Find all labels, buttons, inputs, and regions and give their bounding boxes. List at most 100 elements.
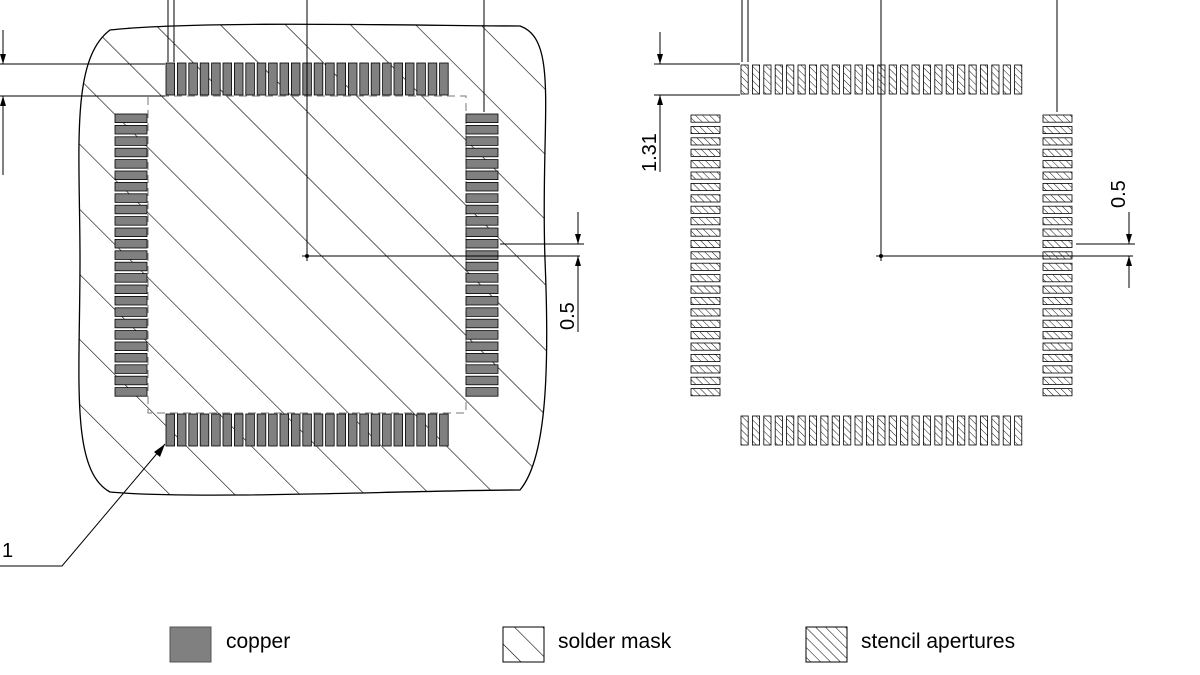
pitch-dimension-right: 0.5 [1108,180,1130,208]
legend-stencil: stencil apertures [805,626,1015,663]
copper-pad [279,413,290,447]
pin1-leader [0,443,166,567]
copper-pad [233,413,244,447]
copper-pad [245,413,255,447]
copper-pad [222,62,233,96]
stencil-aperture [690,194,721,203]
copper-pad [245,62,255,96]
copper-pad [347,62,358,96]
stencil-aperture [877,415,886,446]
copper-pad [114,147,148,158]
stencil-aperture [1042,126,1073,135]
copper-pad [256,62,267,96]
copper-pad [313,62,324,96]
stencil-aperture [690,171,721,180]
copper-pad [114,136,148,146]
legend: copper solder mask stencil apertures [169,626,1015,663]
stencil-aperture [911,64,920,95]
copper-pad [439,413,449,447]
copper-pad [279,62,290,96]
stencil-aperture [945,64,954,95]
stencil-aperture [690,308,721,317]
stencil-aperture [888,64,897,95]
stencil-aperture [690,126,721,135]
stencil-aperture [888,415,897,446]
stencil-aperture [690,205,721,214]
copper-pad [359,413,369,447]
copper-pad [465,125,499,135]
stencil-aperture [690,182,721,191]
copper-pad [114,181,148,192]
copper-pad [370,62,381,96]
copper-pad [188,62,198,96]
stencil-aperture [820,415,829,446]
copper-pad [465,159,499,169]
pitch-dimension-left: 0.5 [557,302,579,330]
stencil-aperture [1042,148,1073,157]
copper-pad [427,413,438,447]
copper-pad [114,113,148,124]
stencil-aperture [1042,239,1073,248]
stencil-aperture [1002,415,1011,446]
stencil-aperture [690,331,721,340]
copper-pad [465,330,499,340]
stencil-aperture [1042,114,1073,123]
stencil-aperture [690,228,721,237]
stencil-aperture [797,415,806,446]
stencil-aperture [968,64,977,95]
stencil-aperture [843,415,852,446]
stencil-aperture [980,415,989,446]
stencil-aperture [1042,285,1073,294]
copper-pad [114,364,148,374]
stencil-aperture [690,160,721,169]
solder-mask-view: 0.5 1 [0,0,584,567]
stencil-aperture [690,388,721,397]
copper-pad [465,113,499,124]
stencil-aperture [1014,415,1023,446]
stencil-aperture [820,64,829,95]
copper-pad [211,413,221,447]
copper-pad [465,295,499,306]
stencil-aperture [866,415,875,446]
copper-pad [114,216,148,226]
stencil-aperture [831,415,840,446]
copper-pad [465,181,499,192]
stencil-aperture [690,365,721,374]
copper-pad [359,62,369,96]
copper-pad [325,62,335,96]
stencil-aperture [923,415,932,446]
copper-pad [114,330,148,340]
copper-pad [114,227,148,238]
copper-pad [465,387,499,397]
stencil-aperture [923,64,932,95]
stencil-aperture [690,217,721,226]
legend-solder-mask: solder mask [502,626,672,663]
stencil-aperture [763,64,772,95]
copper-pad [427,62,438,96]
copper-pad [114,352,148,363]
stencil-aperture [740,64,749,95]
copper-pad [416,62,426,96]
copper-pad [465,284,499,295]
stencil-aperture [1042,137,1073,146]
copper-pad [114,387,148,397]
stencil-aperture [797,64,806,95]
copper-pad [114,284,148,295]
copper-pad [114,375,148,386]
stencil-aperture [690,114,721,123]
stencil-aperture [1042,388,1073,397]
copper-pad [114,295,148,306]
copper-pad [465,341,499,352]
stencil-aperture [1042,296,1073,305]
stencil-aperture [843,64,852,95]
legend-stencil-label: stencil apertures [861,630,1015,653]
stencil-aperture [690,239,721,248]
copper-pad [165,62,176,96]
stencil-aperture [991,415,1000,446]
copper-pad [114,318,148,329]
copper-pad [465,147,499,158]
copper-pad [165,413,176,447]
copper-pad [233,62,244,96]
stencil-aperture [968,415,977,446]
